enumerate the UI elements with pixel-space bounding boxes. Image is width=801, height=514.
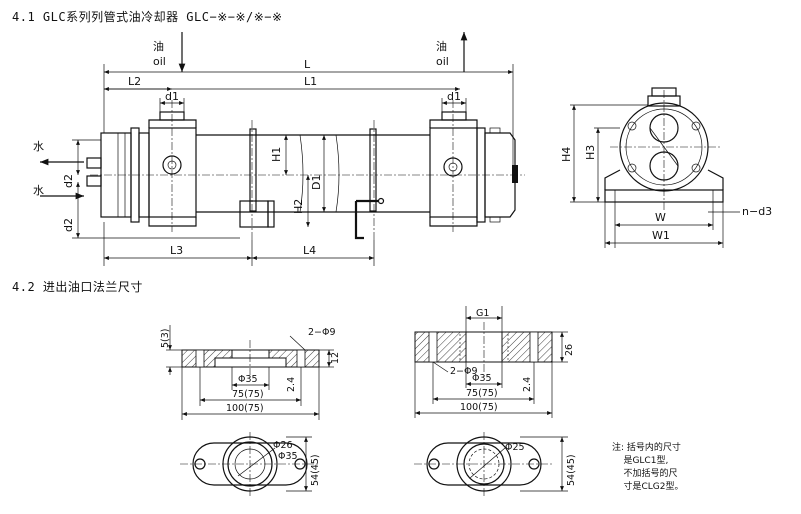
- flange1-section: [166, 325, 334, 420]
- height-dimensions: [72, 135, 326, 239]
- flange1-chamfer: 2.4: [286, 377, 297, 392]
- dim-H1: H1: [270, 147, 283, 162]
- flange2-thread: G1: [476, 308, 489, 319]
- dim-H2: H2: [292, 199, 305, 214]
- flange1-plan: [180, 432, 320, 496]
- size-note: 注: 括号内的尺寸 是GLC1型, 不加括号的尺 寸是CLG2型。: [612, 443, 684, 492]
- length-dimensions: [103, 64, 514, 165]
- flange2-ring: Φ25: [505, 442, 525, 453]
- dim-L4: L4: [303, 244, 316, 257]
- flange2-chamfer: 2.4: [522, 377, 533, 392]
- oil-outlet-label-cn: 油: [436, 39, 447, 53]
- dim-L2: L2: [128, 75, 141, 88]
- flange2-inner: Φ35: [472, 373, 492, 384]
- support-dimensions: [103, 222, 375, 266]
- dim-d2-lower: d2: [62, 218, 75, 232]
- flange2-plan: [414, 432, 568, 496]
- flange1-holes: 2−Φ9: [308, 327, 336, 338]
- dim-d1-left: d1: [165, 90, 179, 103]
- oil-inlet-label-cn: 油: [153, 39, 164, 53]
- flange1-inner: Φ35: [238, 374, 258, 385]
- dim-L: L: [304, 58, 311, 71]
- flange1-height: 54(45): [310, 454, 321, 486]
- oil-flow-arrows: [178, 32, 468, 72]
- flange2-width: 100(75): [460, 402, 498, 413]
- cooler-side-view: [86, 100, 525, 240]
- flange1-thickness: 5(3): [160, 328, 171, 348]
- oil-inlet-label-en: oil: [153, 55, 166, 68]
- flange1-pitch: 75(75): [232, 389, 264, 400]
- water-inlet-label: 水: [33, 184, 44, 197]
- oil-outlet-label-en: oil: [436, 55, 449, 68]
- dim-L3: L3: [170, 244, 183, 257]
- dim-n-d3: n−d3: [742, 205, 772, 218]
- flange1-ring-small: Φ26: [273, 440, 293, 451]
- section1-title: 4.1 GLC系列列管式油冷却器 GLC−※−※/※−※: [12, 10, 283, 24]
- flange1-width: 100(75): [226, 403, 264, 414]
- flange2-height: 54(45): [566, 454, 577, 486]
- dim-W: W: [655, 211, 666, 224]
- flange2-pitch: 75(75): [466, 388, 498, 399]
- dim-d1-right: d1: [447, 90, 461, 103]
- dim-W1: W1: [652, 229, 670, 242]
- flange2-thickness: 26: [564, 344, 575, 356]
- dim-H4: H4: [560, 147, 573, 162]
- cooler-end-view: [570, 87, 740, 248]
- flange1-depth: 12: [330, 352, 341, 364]
- flange2-holes: 2−Φ9: [450, 366, 478, 377]
- flange1-ring-large: Φ35: [278, 451, 298, 462]
- water-outlet-label: 水: [33, 140, 44, 153]
- dim-H3: H3: [584, 145, 597, 160]
- flange2-section: [414, 306, 568, 418]
- dim-L1: L1: [304, 75, 317, 88]
- dim-D1: D1: [310, 175, 323, 190]
- section2-title: 4.2 进出油口法兰尺寸: [12, 280, 143, 294]
- dim-d2-upper: d2: [62, 174, 75, 188]
